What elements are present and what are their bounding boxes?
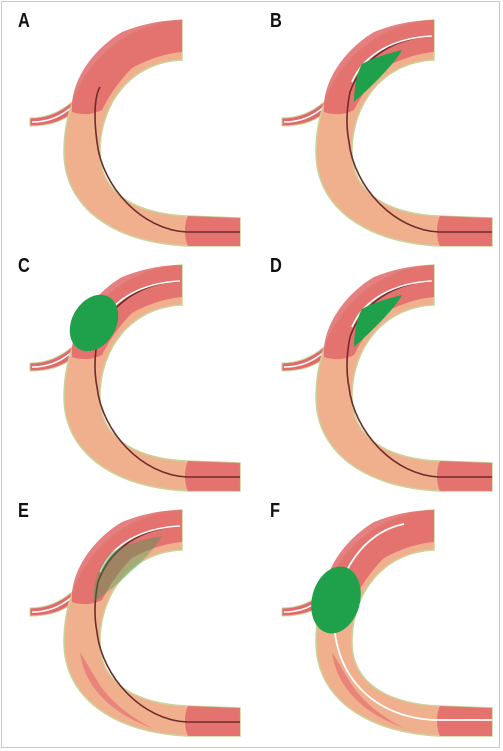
panel-b: B bbox=[254, 2, 503, 247]
plaque-bottom bbox=[185, 216, 240, 246]
guide-wire bbox=[94, 86, 240, 233]
panel-label-b: B bbox=[270, 10, 282, 32]
balloon-inflated bbox=[69, 294, 119, 352]
side-branch-wire bbox=[31, 596, 73, 613]
balloon-ghost bbox=[93, 536, 162, 602]
plaque-bottom bbox=[185, 706, 240, 736]
vessel-diagram-c bbox=[29, 264, 241, 492]
vessel-diagram-f bbox=[281, 509, 493, 737]
vessel-diagram-e bbox=[29, 509, 241, 737]
panel-c: C bbox=[2, 247, 252, 492]
panel-label-d: D bbox=[270, 255, 282, 277]
plaque-bottom bbox=[437, 461, 492, 491]
guide-wire bbox=[94, 525, 240, 723]
plaque-bottom bbox=[185, 461, 240, 491]
vessel-diagram-d bbox=[281, 264, 493, 492]
side-branch-wire bbox=[31, 106, 73, 123]
panel-label-a: A bbox=[18, 10, 30, 32]
panel-f: F bbox=[254, 492, 503, 737]
panel-label-e: E bbox=[18, 500, 29, 522]
panel-a: A bbox=[2, 2, 252, 247]
side-branch-wire bbox=[31, 351, 73, 368]
plaque-top bbox=[71, 510, 182, 605]
plaque-top bbox=[71, 20, 182, 115]
guide-wire-highlight bbox=[351, 35, 433, 83]
panel-d: D bbox=[254, 247, 503, 492]
panel-label-f: F bbox=[270, 500, 281, 522]
guide-wire-highlight bbox=[99, 525, 181, 573]
plaque-bottom bbox=[437, 706, 492, 736]
guide-wire bbox=[94, 280, 240, 478]
vessel-diagram-a bbox=[29, 19, 241, 247]
side-branch-wire bbox=[283, 106, 325, 123]
panel-label-c: C bbox=[18, 255, 30, 277]
vessel-diagram-b bbox=[281, 19, 493, 247]
panel-e: E bbox=[2, 492, 252, 737]
guide-wire bbox=[346, 35, 492, 233]
plaque-bottom bbox=[437, 216, 492, 246]
balloon-inflated bbox=[311, 566, 361, 634]
balloon-deflated bbox=[354, 295, 402, 347]
guide-wire-highlight bbox=[351, 280, 433, 328]
side-branch-wire bbox=[283, 351, 325, 368]
balloon-deflated bbox=[354, 50, 402, 102]
guide-wire bbox=[346, 280, 492, 478]
